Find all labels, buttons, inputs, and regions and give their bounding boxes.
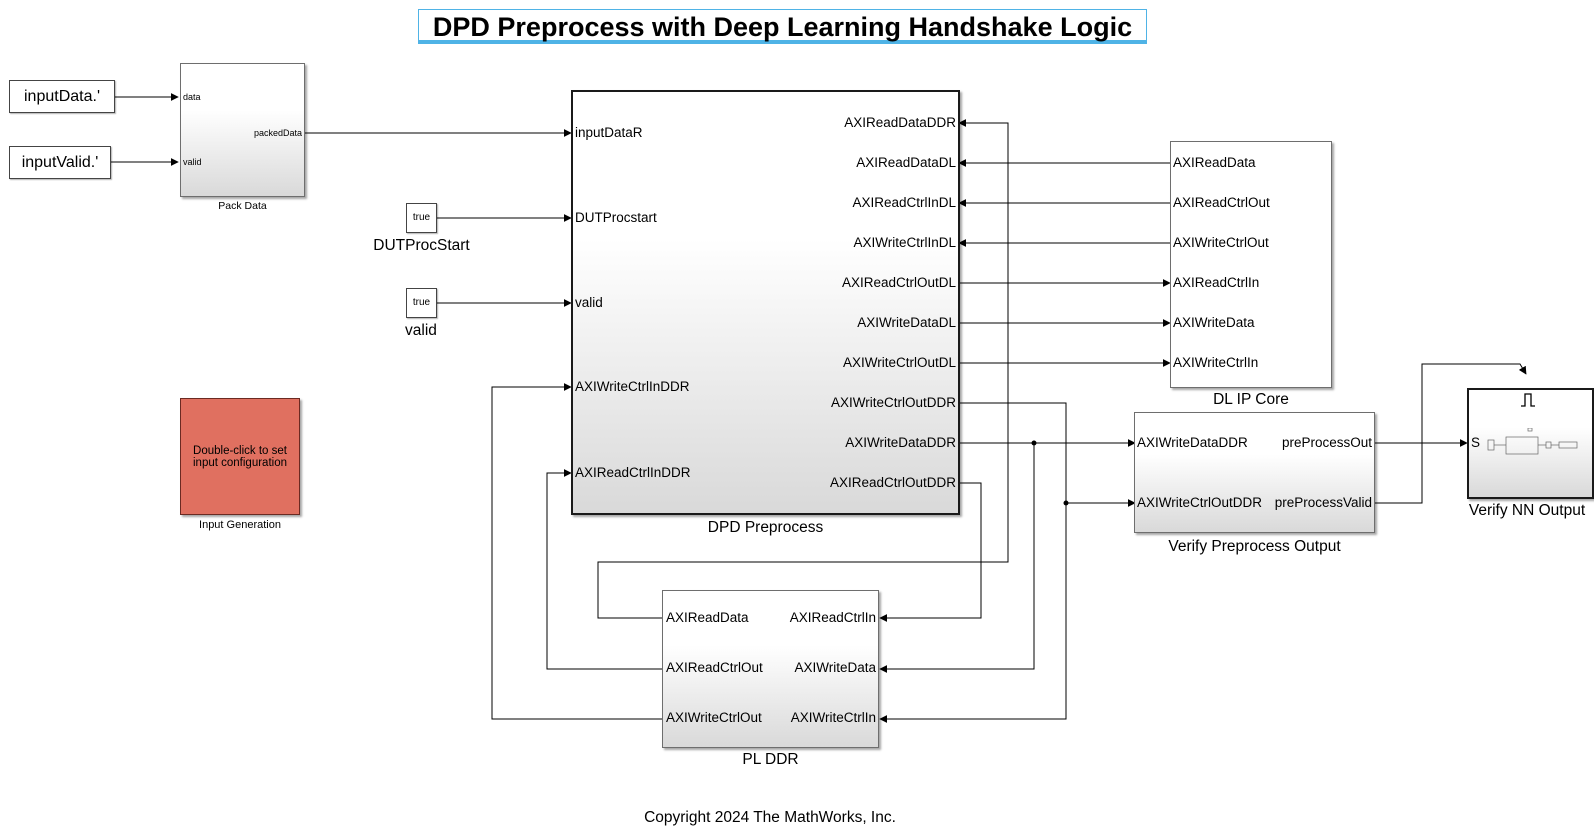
dl-ip-core-port: AXIWriteCtrlIn: [1173, 355, 1259, 370]
dpd-in-port: inputDataR: [575, 125, 643, 140]
wire-axiwritectrlout-ddr-main: [879, 402, 1067, 723]
pl-ddr-left-port: AXIReadCtrlOut: [666, 660, 763, 675]
dl-ip-core-port: AXIReadCtrlIn: [1173, 275, 1260, 290]
input-data-source[interactable]: inputData.': [9, 80, 115, 113]
diagram-title: DPD Preprocess with Deep Learning Handsh…: [418, 9, 1147, 44]
dl-ip-core-port: AXIReadData: [1173, 155, 1256, 170]
valid-constant[interactable]: true: [406, 288, 437, 318]
dpd-in-port: DUTProcstart: [575, 210, 657, 225]
pl-ddr-right-port: AXIReadCtrlIn: [789, 610, 876, 625]
wire-preprocessvalid: [1375, 363, 1527, 504]
dpd-out-port: AXIReadCtrlInDL: [852, 195, 956, 210]
dpd-in-port: AXIWriteCtrlInDDR: [575, 379, 690, 394]
verify-nn-label: Verify NN Output: [1468, 502, 1586, 519]
wire-axireaddata-ddr: [597, 119, 1009, 619]
dl-ip-core-port: AXIWriteCtrlOut: [1173, 235, 1269, 250]
dpd-out-port: AXIReadCtrlOutDDR: [829, 475, 956, 490]
verify-preprocess-in-port: AXIWriteCtrlOutDDR: [1137, 495, 1263, 510]
wire-axiwritectrlout-ddr: [491, 383, 662, 720]
verify-preprocess-out-port: preProcessOut: [1281, 435, 1372, 450]
dpd-out-port: AXIWriteCtrlOutDL: [842, 355, 956, 370]
dpd-in-port: valid: [575, 295, 603, 310]
copyright-text: Copyright 2024 The MathWorks, Inc.: [644, 809, 896, 826]
dpd-out-port: AXIReadDataDDR: [844, 115, 956, 130]
pl-ddr-right-port: AXIWriteData: [794, 660, 876, 675]
pack-data-in-port: valid: [183, 157, 202, 167]
pl-ddr-label: PL DDR: [742, 751, 799, 768]
input-generation-block[interactable]: Double-click to set input configuration: [180, 398, 300, 515]
input-generation-label: Input Generation: [199, 519, 281, 531]
dutprocstart-constant[interactable]: true: [406, 203, 437, 233]
pulse-icon: [1521, 393, 1535, 407]
pl-ddr-left-port: AXIWriteCtrlOut: [666, 710, 762, 725]
input-valid-source[interactable]: inputValid.': [9, 146, 111, 179]
subsystem-icon: [1487, 428, 1578, 455]
dpd-preprocess-block[interactable]: [571, 90, 960, 515]
dl-ip-core-port: AXIWriteData: [1173, 315, 1255, 330]
wire-axiwritedata-ddr-branch: [879, 443, 1035, 673]
dl-ip-core-block[interactable]: [1170, 141, 1332, 388]
dpd-out-port: AXIWriteDataDDR: [845, 435, 956, 450]
pack-data-label: Pack Data: [218, 200, 267, 212]
valid-label: valid: [405, 322, 437, 339]
pack-data-in-port: data: [183, 92, 201, 102]
pl-ddr-right-port: AXIWriteCtrlIn: [790, 710, 876, 725]
dutprocstart-label: DUTProcStart: [373, 237, 470, 254]
junction-dot: [1063, 500, 1069, 506]
dpd-out-port: AXIWriteCtrlInDL: [853, 235, 956, 250]
dl-ip-core-label: DL IP Core: [1213, 391, 1289, 408]
dpd-out-port: AXIWriteDataDL: [857, 315, 956, 330]
verify-preprocess-block[interactable]: [1134, 412, 1375, 533]
dpd-out-port: AXIReadCtrlOutDL: [841, 275, 956, 290]
pl-ddr-block[interactable]: [662, 590, 879, 748]
pack-data-out-port: packedData: [253, 128, 302, 138]
wire-axireadctrlin-ddr: [879, 482, 982, 622]
verify-preprocess-in-port: AXIWriteDataDDR: [1137, 435, 1248, 450]
dpd-in-port: AXIReadCtrlInDDR: [575, 465, 691, 480]
junction-dot: [1031, 440, 1037, 446]
pl-ddr-left-port: AXIReadData: [666, 610, 749, 625]
verify-nn-in-port: S: [1471, 435, 1481, 450]
dpd-out-port: AXIWriteCtrlOutDDR: [830, 395, 956, 410]
dpd-preprocess-label: DPD Preprocess: [707, 519, 824, 536]
dl-ip-core-port: AXIReadCtrlOut: [1173, 195, 1270, 210]
pack-data-block[interactable]: [180, 63, 305, 197]
wire-axireadctrlout-ddr: [546, 469, 662, 670]
verify-preprocess-label: Verify Preprocess Output: [1168, 538, 1341, 555]
verify-preprocess-out-port: preProcessValid: [1274, 495, 1372, 510]
dpd-out-port: AXIReadDataDL: [856, 155, 956, 170]
